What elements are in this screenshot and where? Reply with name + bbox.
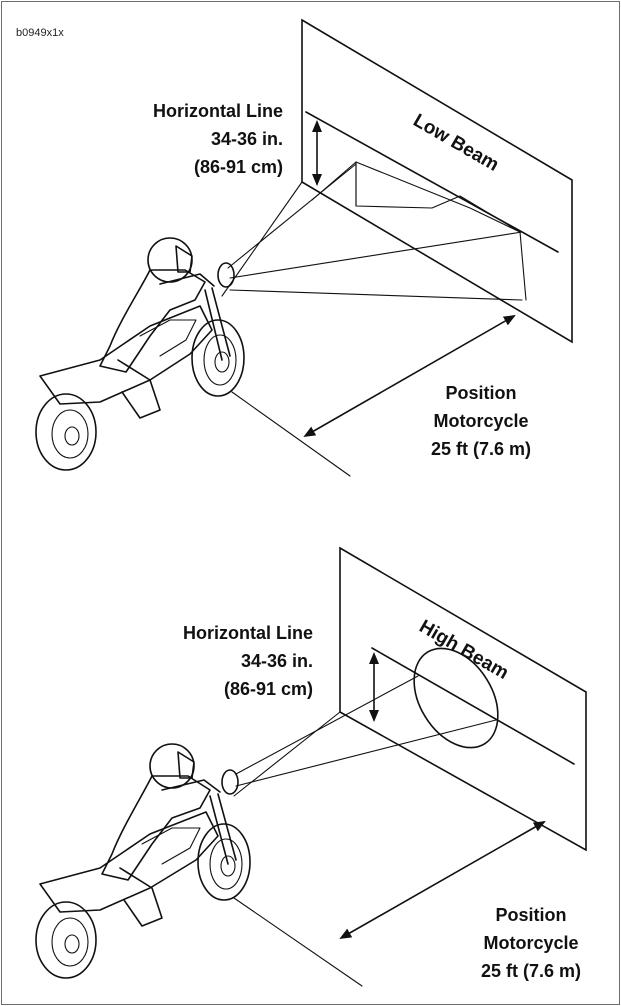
- high-beam-pattern: [413, 647, 499, 749]
- height-inches-high: 34-36 in.: [240, 651, 313, 671]
- beam-rays-high: [233, 675, 497, 797]
- motorcycle-label-low: Motorcycle: [433, 411, 529, 431]
- wall-panel-low: [301, 18, 573, 344]
- motorcycle-rider-low: [35, 237, 245, 471]
- distance-arrow-high: [339, 821, 546, 939]
- low-beam-panel: [35, 18, 573, 477]
- horizontal-line-label-high: Horizontal Line: [183, 623, 313, 643]
- ground-line-low: [231, 391, 351, 477]
- height-inches-low: 34-36 in.: [210, 129, 283, 149]
- high-beam-panel: [35, 546, 587, 987]
- horizontal-line-label-low: Horizontal Line: [153, 101, 283, 121]
- height-cm-high: (86-91 cm): [223, 679, 313, 699]
- figure-id: b0949x1x: [16, 27, 64, 39]
- distance-arrow-low: [303, 315, 516, 437]
- wall-panel-high: [339, 546, 587, 852]
- beam-rays-low: [221, 163, 523, 301]
- motorcycle-label-high: Motorcycle: [483, 933, 579, 953]
- distance-label-high: 25 ft (7.6 m): [480, 961, 582, 981]
- position-label-low: Position: [445, 383, 517, 403]
- position-label-high: Position: [495, 905, 567, 925]
- distance-label-low: 25 ft (7.6 m): [430, 439, 532, 459]
- motorcycle-rider-high: [35, 743, 251, 979]
- horizontal-line-low: [305, 111, 559, 253]
- ground-line-high: [233, 897, 363, 987]
- height-cm-low: (86-91 cm): [193, 157, 283, 177]
- horizontal-line-high: [371, 647, 575, 765]
